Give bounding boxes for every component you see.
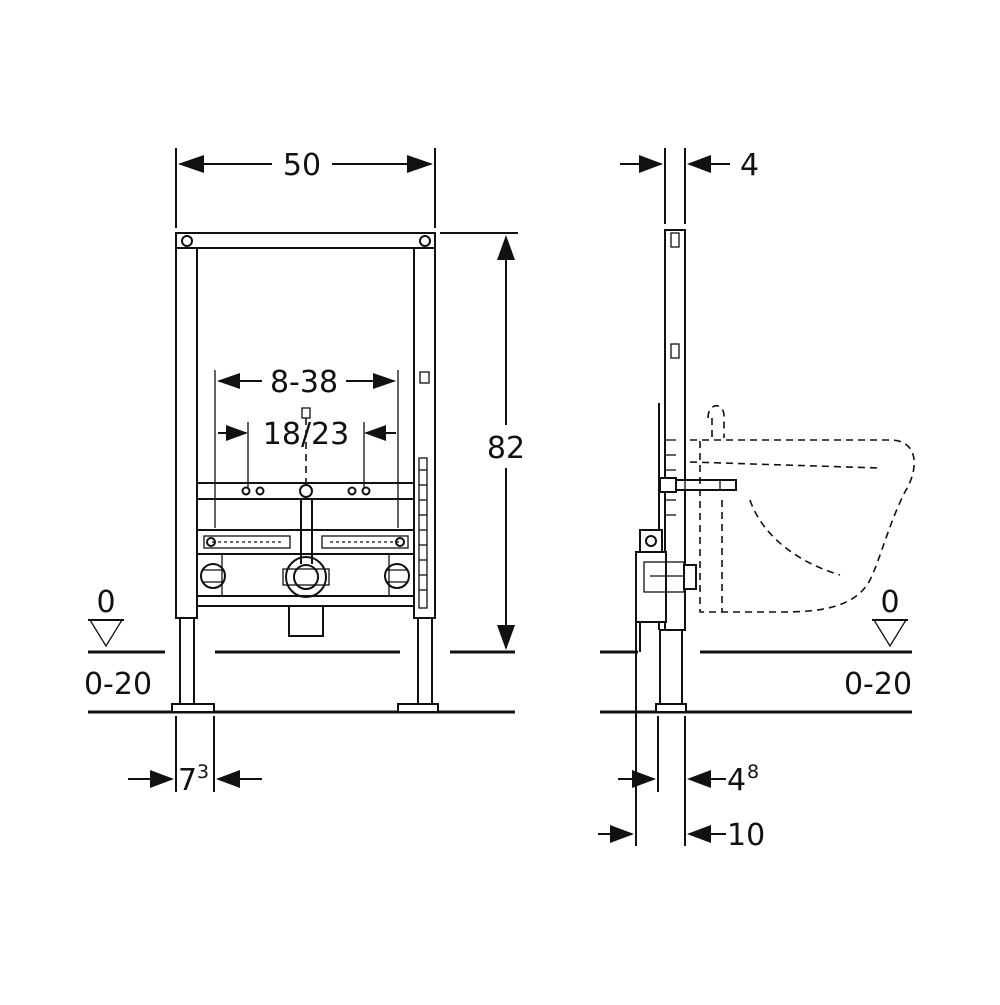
height-dimension: 82 [440,232,525,650]
side-level-marker: 0 0-20 [844,585,912,702]
range-dimension: 8-38 [217,365,396,400]
side-floor-lines [600,650,912,714]
front-feet [171,617,439,713]
range-label: 8-38 [270,365,338,400]
width-dimension: 50 [175,148,436,228]
total-depth-label: 10 [727,818,765,853]
side-level-label: 0 [880,585,899,620]
frame-uprights [175,232,436,619]
front-view: 50 82 8-38 18/23 0 [84,148,525,798]
bidet-outline [689,404,915,613]
side-bolt [659,477,737,493]
connection-dimension: 18/23 [218,417,396,452]
depth-label: 4 [740,148,759,183]
height-label: 82 [487,431,525,466]
mounting-bars [196,482,415,607]
leg-label-sup: 8 [747,761,759,783]
side-upright [655,229,687,713]
front-level-marker: 0 0-20 [84,585,152,702]
depth-dimension: 4 [620,148,759,224]
front-adjust-label: 0-20 [84,667,152,702]
leg-label-base: 4 [727,763,746,798]
side-fittings [635,529,697,652]
front-pipes [282,407,330,637]
side-view: 4 0 0-20 4 8 10 [598,148,915,853]
side-adjust-label: 0-20 [844,667,912,702]
front-floor-lines [88,650,515,714]
total-depth-dimension: 10 [598,622,765,853]
foot-label-base: 7 [178,763,197,798]
front-level-label: 0 [96,585,115,620]
foot-dimension: 7 3 [128,716,262,798]
leg-dimension: 4 8 [618,716,759,846]
width-label: 50 [283,148,321,183]
foot-label-sup: 3 [197,761,209,783]
connection-label: 18/23 [263,417,349,452]
